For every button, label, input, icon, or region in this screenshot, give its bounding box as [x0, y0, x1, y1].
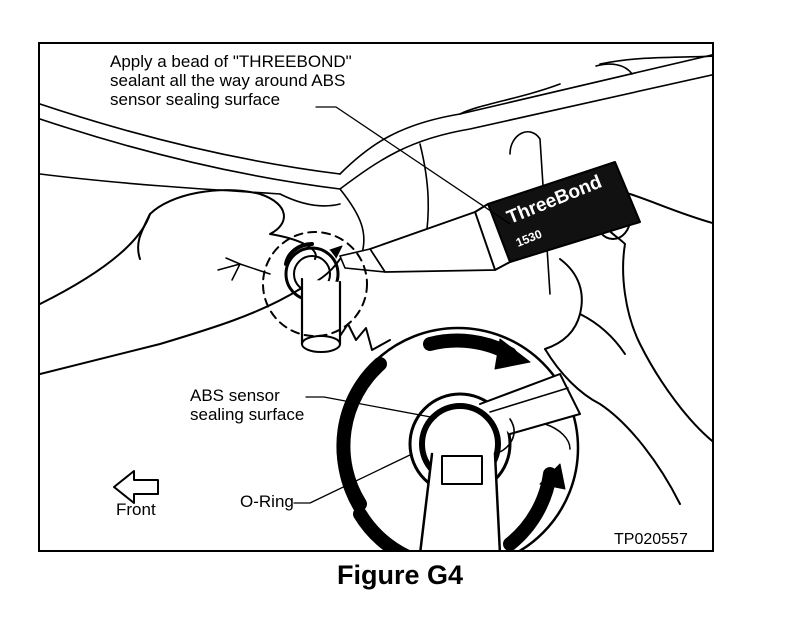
figure-code-label: TP020557 [614, 531, 688, 548]
front-direction-arrow [113, 470, 159, 504]
front-direction-label: Front [116, 500, 156, 519]
o-ring-callout-label: O-Ring [240, 492, 294, 511]
left-hand [40, 189, 341, 375]
illustration-frame: ThreeBond 1530 [38, 42, 714, 552]
sealant-callout-label: Apply a bead of "THREEBOND" sealant all … [110, 52, 352, 109]
detail-connector [339, 323, 391, 351]
abs-surface-callout-label: ABS sensor sealing surface [190, 386, 305, 424]
abs-sensor-detail-small [217, 231, 368, 353]
abs-sensor-detail-large [336, 326, 581, 550]
illustration: ThreeBond 1530 [40, 54, 712, 550]
background-frame-lines [40, 54, 712, 295]
leader-lines [293, 106, 511, 504]
figure-caption: Figure G4 [336, 560, 464, 590]
